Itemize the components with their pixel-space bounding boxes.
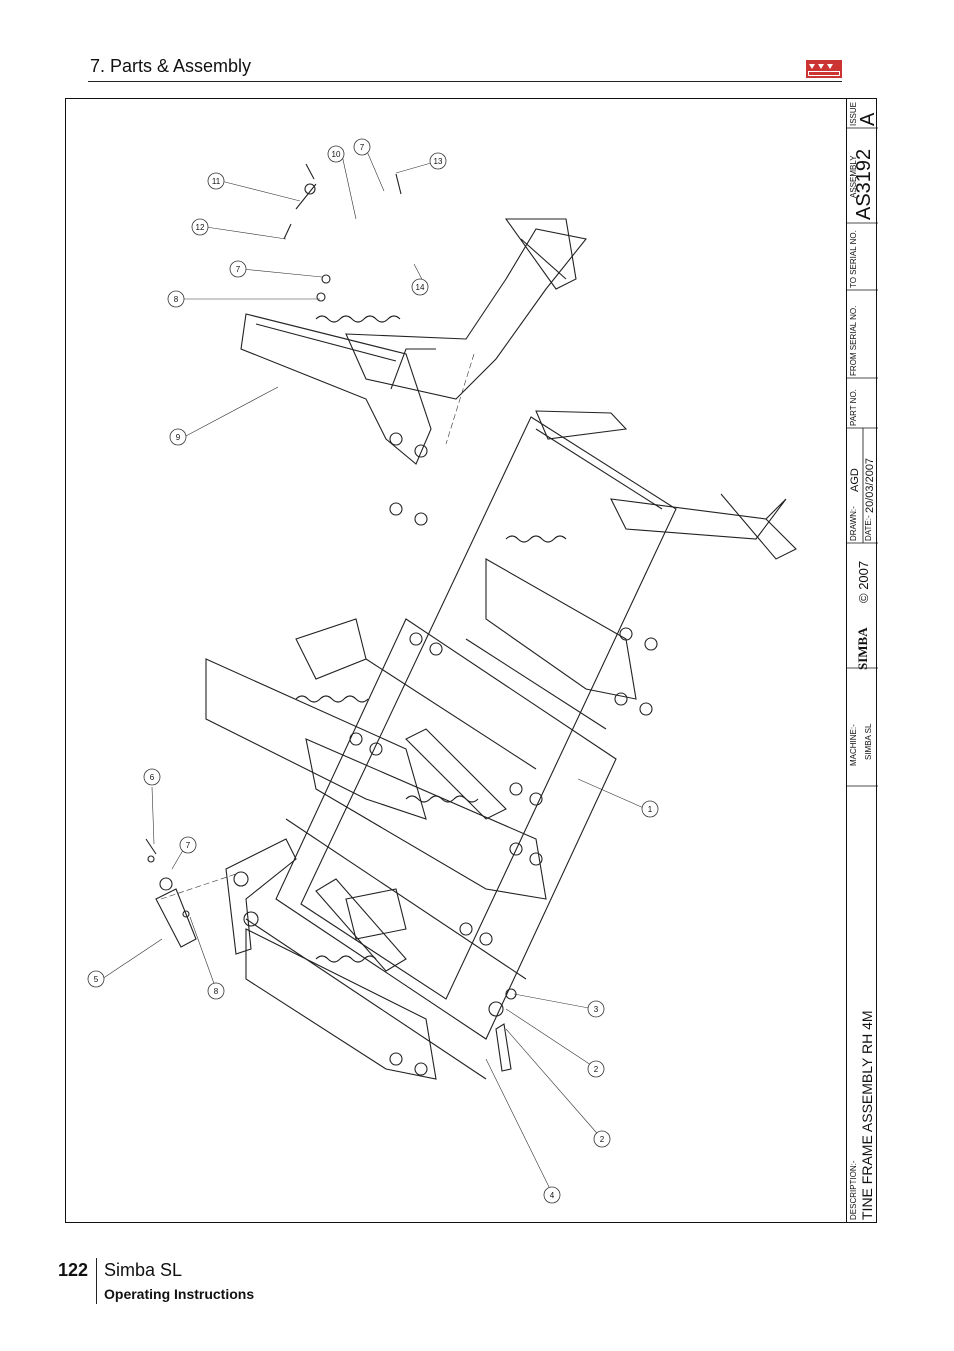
- callout-label: 1: [648, 805, 653, 814]
- description-label: DESCRIPTION:-: [849, 1160, 858, 1220]
- assembly-number: AS3192: [853, 148, 875, 220]
- callout-label: 6: [150, 773, 155, 782]
- part-no-label: PART NO.: [849, 389, 858, 426]
- simba-brand: SIMBA: [855, 627, 870, 670]
- date-value: 20/03/2007: [864, 457, 876, 513]
- callout-label: 3: [594, 1005, 599, 1014]
- to-serial-label: TO SERIAL NO.: [849, 230, 858, 288]
- tine-frame-assembly-drawing: 10 7 13 11 12 7 8 14 9 1 6 7 5 8 3 2 2 4: [87, 138, 797, 1204]
- callout-label: 13: [434, 157, 443, 166]
- issue-value: A: [857, 112, 879, 126]
- callout-label: 8: [174, 295, 179, 304]
- footer-product: Simba SL: [104, 1260, 183, 1280]
- page-header-title: 7. Parts & Assembly: [90, 56, 252, 76]
- description-value: TINE FRAME ASSEMBLY RH 4M: [859, 1010, 875, 1220]
- callout-label: 12: [196, 223, 205, 232]
- drawing-frame: [65, 98, 877, 1223]
- callout-label: 8: [214, 987, 219, 996]
- footer-subtitle: Operating Instructions: [104, 1286, 255, 1302]
- callout-label: 14: [416, 283, 425, 292]
- callout-label: 7: [186, 841, 191, 850]
- from-serial-label: FROM SERIAL NO.: [849, 305, 858, 376]
- callout-label: 2: [594, 1065, 599, 1074]
- copyright: © 2007: [856, 560, 871, 603]
- simba-logo-icon: [806, 60, 842, 78]
- callout-label: 5: [94, 975, 99, 984]
- drawn-label: DRAWN:-: [849, 506, 858, 541]
- header-rule: [88, 81, 842, 82]
- footer-divider: [96, 1258, 97, 1304]
- callout-label: 9: [176, 433, 181, 442]
- page-number: 122: [58, 1260, 89, 1280]
- callout-label: 7: [236, 265, 241, 274]
- machine-value: SIMBA SL: [864, 723, 873, 760]
- callout-label: 7: [360, 143, 365, 152]
- drawn-value: AGD: [849, 468, 861, 492]
- callout-label: 2: [600, 1135, 605, 1144]
- date-label: DATE:-: [864, 515, 873, 541]
- title-block-grid: [847, 127, 878, 787]
- callout-label: 4: [550, 1191, 555, 1200]
- callout-label: 11: [212, 177, 221, 186]
- callout-label: 10: [332, 150, 341, 159]
- machine-label: MACHINE:-: [849, 724, 858, 766]
- title-block: ISSUE A ASSEMBLY AS3192 TO SERIAL NO. FR…: [846, 98, 879, 1223]
